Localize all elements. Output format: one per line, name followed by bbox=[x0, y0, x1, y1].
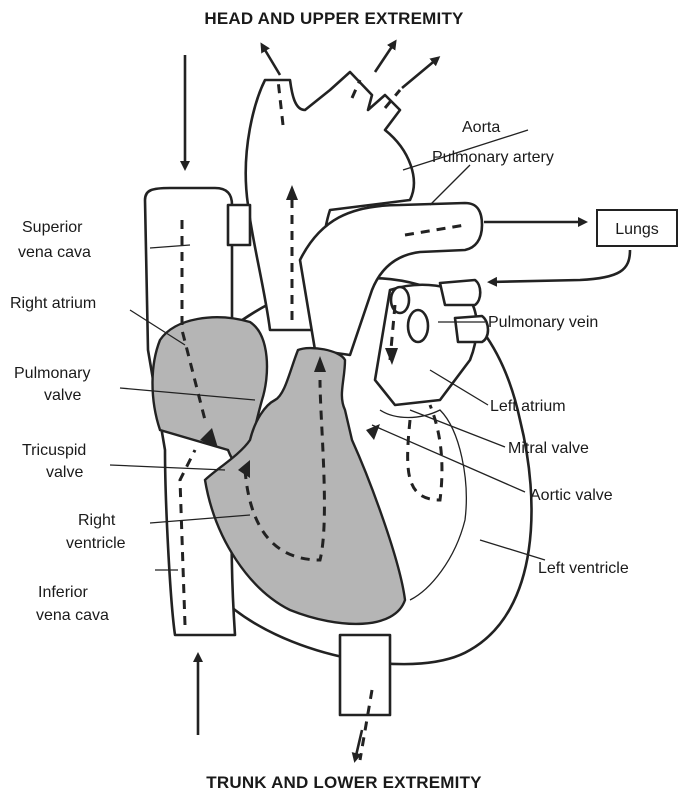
label-pulmonary-vein: Pulmonary vein bbox=[488, 314, 598, 331]
label-svc-2: vena cava bbox=[18, 244, 91, 261]
arrow-from-lungs bbox=[490, 250, 630, 282]
title-top: HEAD AND UPPER EXTREMITY bbox=[204, 9, 464, 28]
label-tricuspid-valve-2: valve bbox=[46, 464, 83, 481]
label-left-ventricle: Left ventricle bbox=[538, 560, 629, 577]
label-pulmonary-valve-1: Pulmonary bbox=[14, 365, 90, 382]
leader-pulmonary-artery bbox=[430, 165, 470, 205]
pulmonary-vein-upper bbox=[440, 280, 480, 305]
descending-aorta bbox=[340, 635, 390, 715]
label-right-ventricle-2: ventricle bbox=[66, 535, 126, 552]
label-pulmonary-valve-2: valve bbox=[44, 387, 81, 404]
label-aortic-valve: Aortic valve bbox=[530, 487, 613, 504]
label-left-atrium: Left atrium bbox=[490, 398, 566, 415]
arrow-head-3 bbox=[402, 58, 438, 88]
label-svc-1: Superior bbox=[22, 219, 83, 236]
label-ivc-1: Inferior bbox=[38, 584, 88, 601]
title-bottom: TRUNK AND LOWER EXTREMITY bbox=[206, 773, 482, 792]
label-pulmonary-artery: Pulmonary artery bbox=[432, 149, 554, 166]
vein-opening bbox=[408, 310, 428, 342]
label-right-atrium: Right atrium bbox=[10, 295, 96, 312]
arrow-head-2 bbox=[375, 42, 395, 72]
lungs-label: Lungs bbox=[615, 221, 659, 238]
arrow-head-1 bbox=[262, 45, 280, 75]
svc-connector bbox=[228, 205, 250, 245]
label-aorta: Aorta bbox=[462, 119, 500, 136]
pulmonary-vein-lower bbox=[455, 316, 488, 342]
label-right-ventricle-1: Right bbox=[78, 512, 116, 529]
label-ivc-2: vena cava bbox=[36, 607, 109, 624]
label-tricuspid-valve-1: Tricuspid bbox=[22, 442, 86, 459]
label-mitral-valve: Mitral valve bbox=[508, 440, 589, 457]
